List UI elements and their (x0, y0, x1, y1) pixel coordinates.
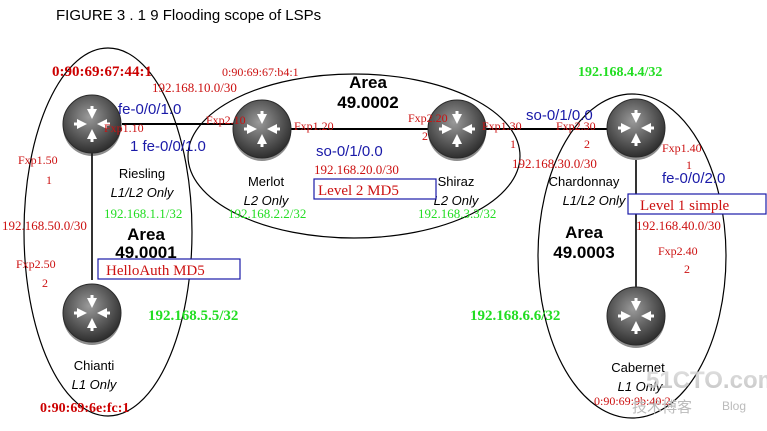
watermark-main: 51CTO.com (646, 367, 767, 394)
mac-riesling: 0:90:69:67:44:1 (52, 64, 152, 80)
watermark-blog: Blog (722, 399, 746, 413)
area-id-49.0002: 49.0002 (337, 93, 398, 112)
router-name-riesling: Riesling (119, 166, 165, 181)
router-name-cabernet: Cabernet (611, 360, 665, 375)
loopback-merlot: 192.168.2.2/32 (228, 206, 306, 221)
port-2-30: 2 (584, 137, 590, 151)
port-1-30: 1 (510, 137, 516, 151)
mac-chianti: 0:90:69:6e:fc:1 (40, 401, 129, 416)
iface-shiraz-so: so-0/1/0.0 (526, 107, 593, 124)
router-role-merlot: L2 Only (244, 193, 290, 208)
port-fxp1.50: Fxp1.50 (18, 153, 58, 167)
subnet-chardonnay-cabernet: 192.168.40.0/30 (636, 218, 721, 233)
port-2-40: 2 (684, 262, 690, 276)
subnet-riesling-chianti: 192.168.50.0/30 (2, 218, 87, 233)
auth-box-level2 (313, 178, 437, 200)
area-49.0002-boundary (187, 73, 521, 239)
auth-box-level1 (627, 193, 767, 215)
port-fxp2.40: Fxp2.40 (658, 244, 698, 258)
router-name-chardonnay: Chardonnay (549, 174, 620, 189)
port-fxp2.50: Fxp2.50 (16, 257, 56, 271)
area-id-49.0003: 49.0003 (553, 243, 614, 262)
loopback-riesling: 192.168.1.1/32 (104, 206, 182, 221)
auth-hello-text: HelloAuth MD5 (106, 263, 205, 279)
figure-title: FIGURE 3 . 1 9 Flooding scope of LSPs (56, 7, 321, 24)
router-role-chardonnay: L1/L2 Only (563, 193, 627, 208)
area-label-49.0002: Area (349, 73, 387, 92)
port-1-50: 1 (46, 173, 52, 187)
auth-box-hello (97, 258, 241, 280)
router-name-merlot: Merlot (248, 174, 285, 189)
area-49.0001-boundary (23, 47, 193, 417)
port-fxp1.40: Fxp1.40 (662, 141, 702, 155)
watermark-sub: 技术博客 (632, 399, 692, 416)
auth-level2-text: Level 2 MD5 (318, 183, 399, 199)
port-2-50: 2 (42, 276, 48, 290)
subnet-shiraz-chardonnay: 192.168.30.0/30 (512, 156, 597, 171)
iface-chardonnay-fe: fe-0/0/2.0 (662, 170, 725, 187)
area-label-49.0001: Area (127, 225, 165, 244)
subnet-merlot-shiraz: 192.168.20.0/30 (314, 162, 399, 177)
area-id-49.0001: 49.0001 (115, 243, 176, 262)
router-role-shiraz: L2 Only (434, 193, 480, 208)
port-1-40: 1 (686, 158, 692, 172)
port-fxp2.20: Fxp2.20 (408, 111, 448, 125)
router-cabernet-icon (606, 286, 666, 348)
subnet-riesling-merlot: 192.168.10.0/30 (152, 80, 237, 95)
router-merlot-icon (232, 99, 292, 161)
port-fxp1.30: Fxp1.30 (482, 119, 522, 133)
port-fxp1.10: Fxp1.10 (104, 121, 144, 135)
router-name-chianti: Chianti (74, 358, 115, 373)
area-49.0003-boundary (537, 93, 727, 419)
loopback-shiraz: 192.168.3.3/32 (418, 206, 496, 221)
port-2-20: 2 (422, 129, 428, 143)
iface-merlot-so: so-0/1/0.0 (316, 143, 383, 160)
area-label-49.0003: Area (565, 223, 603, 242)
mac-merlot: 0:90:69:67:b4:1 (222, 65, 299, 79)
router-name-shiraz: Shiraz (438, 174, 475, 189)
port-fxp1.20: Fxp1.20 (294, 119, 334, 133)
router-role-riesling: L1/L2 Only (111, 185, 175, 200)
loopback-chianti: 192.168.5.5/32 (148, 308, 238, 324)
port-fxp2.30: Fxp2.30 (556, 119, 596, 133)
router-role-cabernet: L1 Only (618, 379, 664, 394)
loopback-cabernet: 192.168.6.6/32 (470, 308, 560, 324)
router-role-chianti: L1 Only (72, 377, 118, 392)
iface-riesling-fe: fe-0/0/1.0 (118, 101, 181, 118)
iface-merlot-fe: 1 fe-0/0/1.0 (130, 138, 206, 155)
router-shiraz-icon (427, 99, 487, 161)
auth-level1-text: Level 1 simple (640, 198, 729, 214)
router-chardonnay-icon (606, 98, 666, 160)
loopback-chardonnay: 192.168.4.4/32 (578, 65, 662, 80)
port-fxp2.10: Fxp2.10 (206, 113, 246, 127)
mac-cabernet: 0:90:69:9b:40:2 (594, 394, 671, 408)
router-chianti-icon (62, 283, 122, 345)
router-riesling-icon (62, 94, 122, 156)
